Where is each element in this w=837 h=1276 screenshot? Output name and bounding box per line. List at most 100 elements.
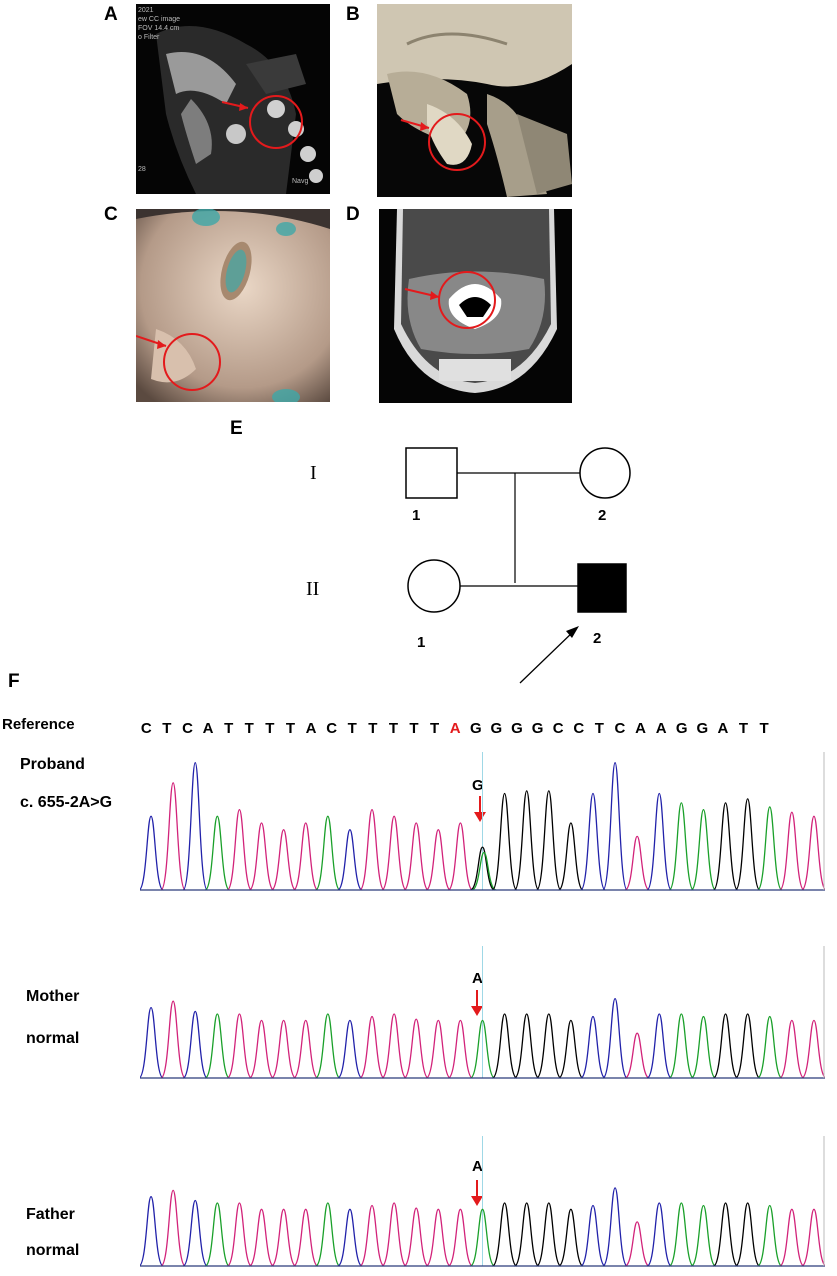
chromatogram-peak — [536, 1013, 562, 1079]
reference-base: A — [717, 720, 729, 737]
father-chromatogram — [140, 1136, 825, 1267]
pedigree-chart — [405, 447, 631, 684]
ct-sagittal-image: 2021 ew CC image FOV 14.4 cm o Filter 28… — [136, 4, 330, 194]
proband-arrow — [519, 629, 576, 684]
reference-base: A — [655, 720, 667, 737]
chromatogram-peak — [204, 815, 231, 891]
chromatogram-peak — [315, 1013, 341, 1079]
chromatogram-peak — [471, 851, 497, 891]
chromatogram-peak — [756, 806, 783, 891]
chromatogram-peak — [182, 762, 209, 891]
chromatogram-peak — [469, 846, 496, 891]
reference-base: T — [594, 720, 604, 737]
proband-variant-label: c. 655-2A>G — [20, 794, 113, 811]
chromatogram-peak — [734, 1202, 761, 1267]
pedigree-male-II-2-affected — [577, 563, 627, 613]
chromatogram-peak — [646, 792, 673, 891]
generation-label-1: I — [310, 462, 317, 484]
chromatogram-peak — [381, 815, 407, 891]
reference-base: T — [368, 720, 378, 737]
reference-base: A — [305, 720, 317, 737]
chromatogram-peak — [801, 1019, 825, 1079]
chromatogram-peak — [712, 1202, 739, 1267]
chromatogram-peak — [491, 1013, 518, 1079]
mother-base-call: A — [472, 970, 483, 987]
chromatogram-peak — [646, 1013, 673, 1079]
reference-base: G — [490, 720, 503, 737]
chromatogram-peak — [513, 790, 540, 891]
generation-label-2: II — [306, 578, 320, 600]
chromatogram-peak — [292, 822, 319, 891]
mother-arrow-icon — [471, 990, 483, 1016]
chromatogram-peak — [447, 1208, 474, 1267]
mother-label: Mother — [26, 988, 80, 1005]
reference-base: A — [635, 720, 646, 737]
reference-base: G — [675, 720, 688, 737]
chromatogram-peak — [536, 1202, 562, 1267]
pedigree-id-I-1: 1 — [412, 507, 421, 524]
chromatogram-peak — [580, 1015, 606, 1079]
father-status-label: normal — [26, 1242, 80, 1259]
reference-base: T — [162, 720, 172, 737]
reference-base: T — [430, 720, 440, 737]
reference-base: A — [449, 720, 461, 737]
chromatogram-peak — [712, 802, 739, 891]
reference-label: Reference — [2, 716, 75, 733]
chromatogram-peak — [536, 790, 562, 891]
chromatogram-peak — [756, 1204, 783, 1267]
chromatogram-peak — [359, 1015, 385, 1079]
chromatogram-peak — [292, 1208, 319, 1267]
reference-base: C — [552, 720, 564, 737]
panel-label-f: F — [8, 671, 20, 692]
chromatogram-peak — [160, 1000, 186, 1079]
face-3d-image — [136, 209, 330, 402]
chromatogram-peak — [226, 1202, 253, 1267]
pedigree-female-I-2 — [579, 447, 631, 499]
chromatogram-peak — [403, 822, 429, 891]
chromatogram-peak — [624, 1221, 650, 1267]
reference-base: G — [696, 720, 709, 737]
pedigree-id-II-2: 2 — [593, 630, 602, 647]
chromatogram-peak — [624, 835, 650, 891]
chromatogram-peak — [160, 1189, 186, 1267]
proband-base-call: G — [472, 777, 484, 794]
chromatogram-peak — [779, 811, 805, 891]
chromatogram-peak — [403, 1018, 429, 1079]
chromatogram-peak — [292, 1019, 319, 1079]
chromatogram-peak — [756, 1015, 783, 1079]
chromatogram-peak — [469, 1019, 496, 1079]
panel-label-a: A — [104, 4, 118, 25]
chromatogram-peak — [734, 798, 761, 891]
reference-base: T — [244, 720, 254, 737]
chromatogram-peak — [270, 1208, 297, 1267]
reference-base: C — [326, 720, 338, 737]
chromatogram-peak — [734, 1013, 761, 1079]
chromatogram-peak — [491, 1202, 518, 1267]
reference-base: G — [469, 720, 482, 737]
proband-label: Proband — [20, 756, 85, 773]
chromatogram-peak — [779, 1208, 805, 1267]
chromatogram-peak — [690, 808, 717, 891]
skull-3d-image — [377, 4, 572, 197]
chromatogram-peak — [513, 1202, 540, 1267]
father-label: Father — [26, 1206, 75, 1223]
reference-base: T — [285, 720, 296, 737]
chromatogram-peak — [558, 822, 584, 891]
chromatogram-peak — [646, 1202, 673, 1267]
chromatogram-peak — [315, 1202, 341, 1267]
panel-label-d: D — [346, 204, 360, 225]
chromatogram-peak — [668, 1202, 695, 1267]
chromatogram-peak — [359, 1204, 385, 1267]
mother-chromatogram — [140, 946, 825, 1079]
chromatogram-peak — [248, 1208, 275, 1267]
reference-base: T — [388, 720, 398, 737]
chromatogram-peak — [447, 822, 474, 891]
chromatogram-peak — [801, 1208, 825, 1267]
reference-base: T — [265, 720, 275, 737]
reference-base: G — [511, 720, 523, 737]
chromatogram-peak — [425, 1019, 452, 1079]
chromatogram-peak — [337, 1208, 363, 1267]
chromatogram-peak — [140, 1196, 164, 1267]
chromatogram-peak — [160, 782, 186, 891]
